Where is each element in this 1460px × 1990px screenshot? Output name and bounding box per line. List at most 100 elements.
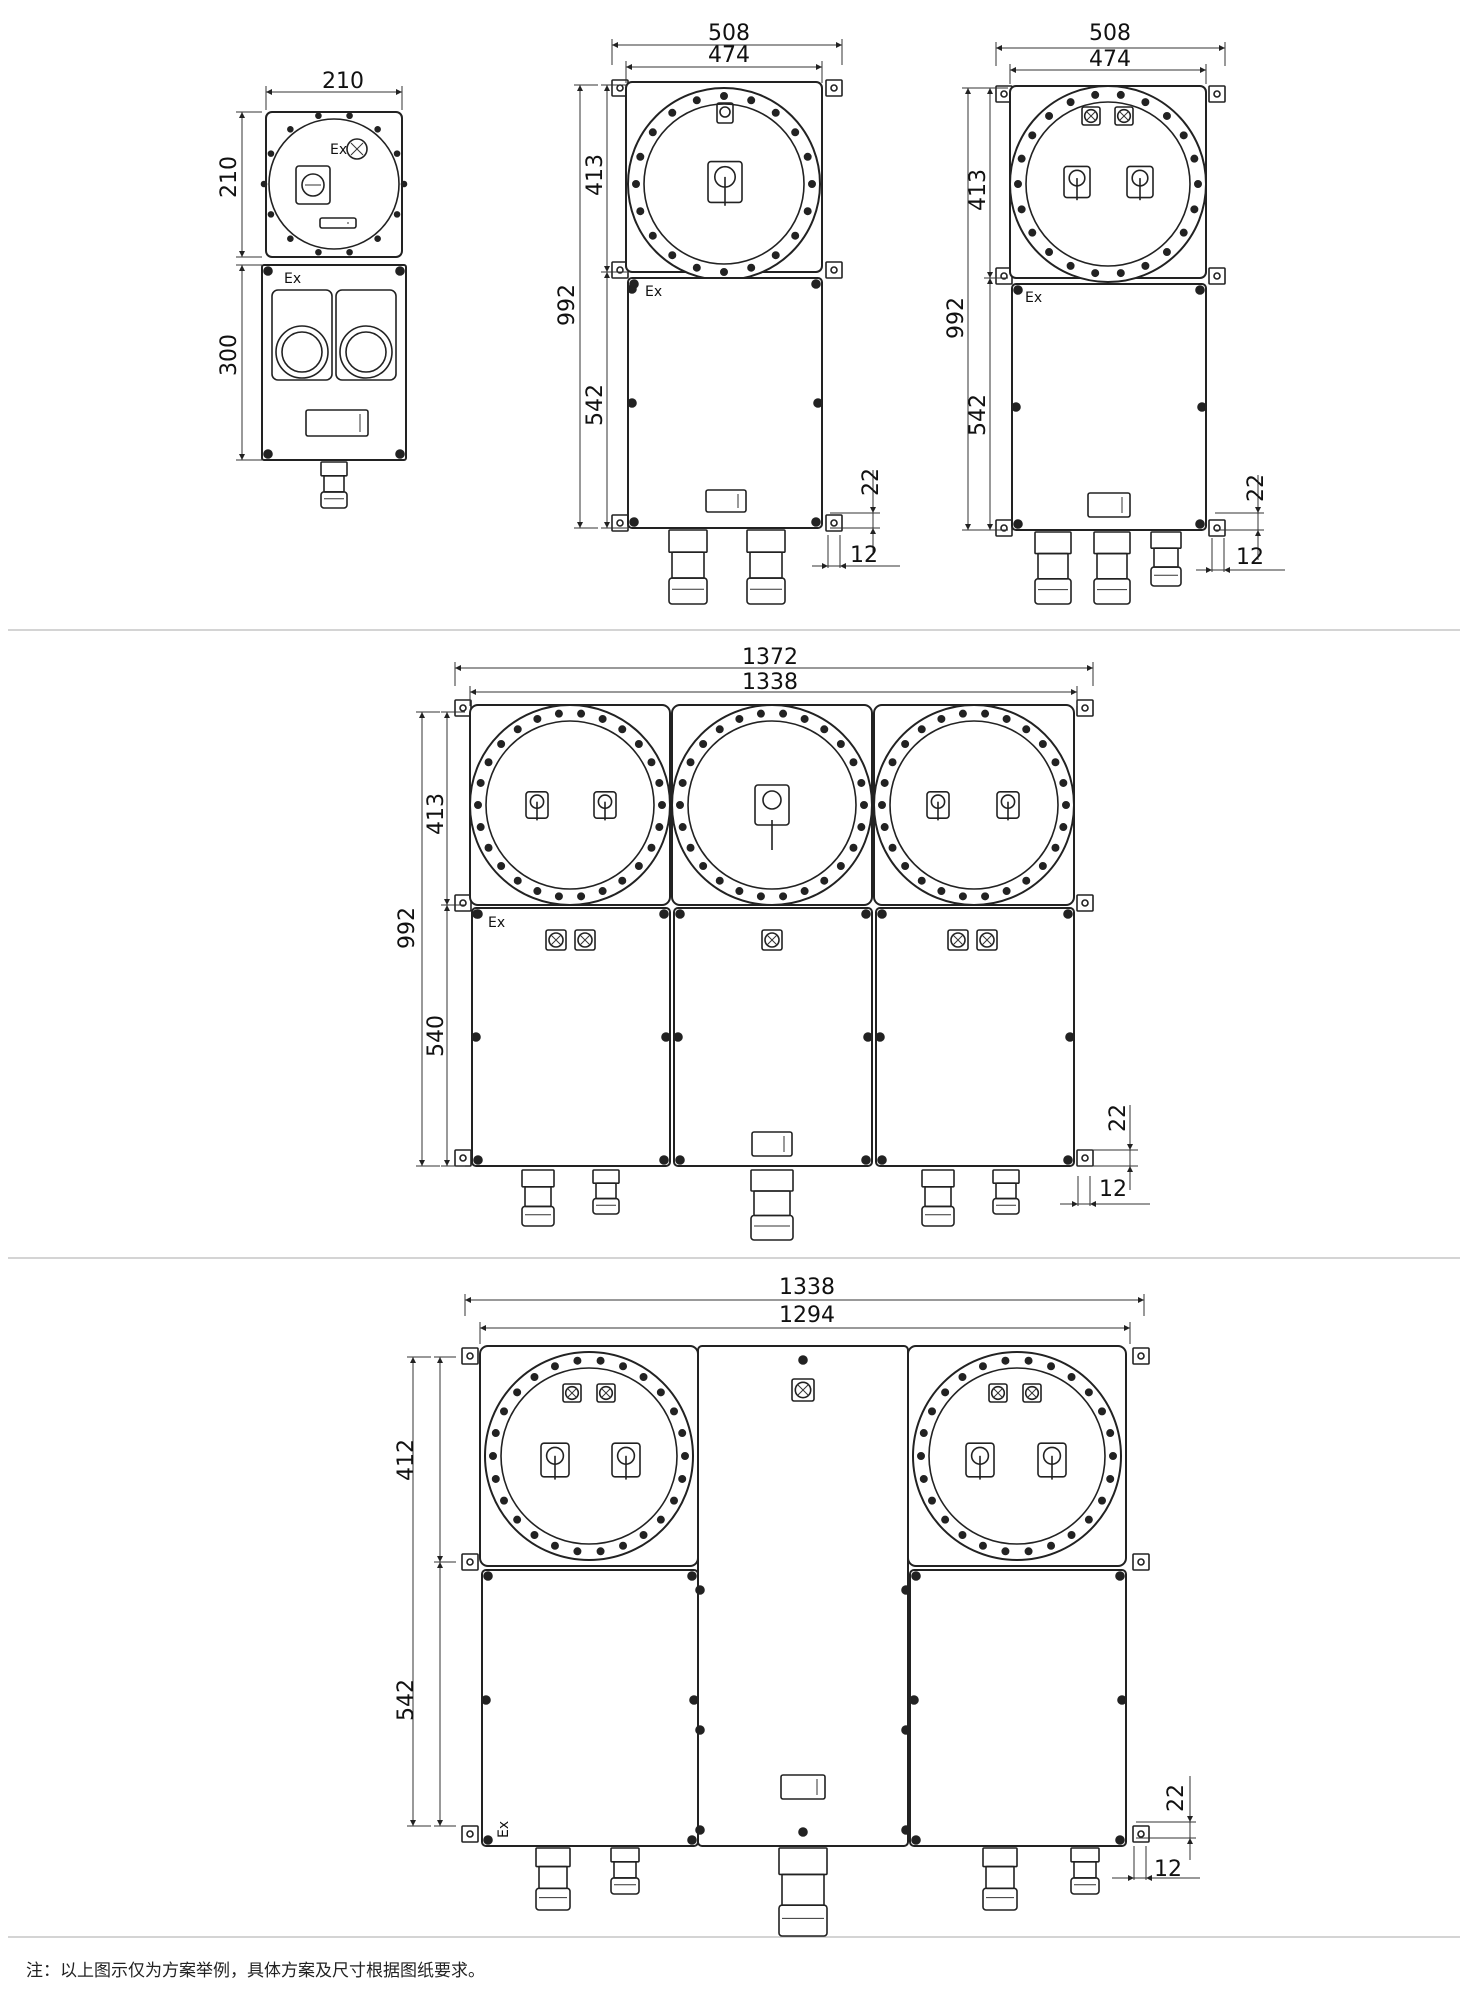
bolt-hole: [1084, 1515, 1093, 1524]
bolt-hole: [648, 231, 657, 240]
dimension-arrow: [437, 1357, 443, 1363]
name-plate: [1087, 492, 1131, 518]
mounting-lug: [825, 514, 843, 532]
mounting-lug: [1076, 894, 1094, 912]
dimension-line: [952, 934, 964, 946]
bolt-hole: [958, 892, 967, 901]
socket-left: [271, 289, 333, 381]
bolt-hole: [1059, 778, 1068, 787]
dimension-arrow: [626, 64, 632, 70]
bolt-hole: [849, 843, 858, 852]
side-bolt: [1197, 402, 1207, 412]
gland-nut: [592, 1197, 620, 1215]
gland-mid: [1096, 552, 1128, 580]
side-bolt: [909, 1695, 919, 1705]
corner-bolt: [1063, 909, 1073, 919]
center-bolt: [798, 1827, 808, 1837]
dim-12: 12: [1236, 545, 1264, 570]
bolt-hole: [756, 892, 765, 901]
indicator-light: [548, 932, 564, 948]
dim-22: 22: [1106, 1104, 1131, 1132]
bolt-hole: [533, 887, 542, 896]
dim-height-412: 412: [394, 1439, 419, 1481]
bolt-hole: [260, 180, 268, 188]
bolt-hole: [937, 887, 946, 896]
switch-dial: [301, 173, 325, 197]
bolt-hole: [655, 778, 664, 787]
bolt-hole: [1001, 1356, 1010, 1365]
dimension-arrow: [604, 85, 610, 91]
bolt-hole: [849, 758, 858, 767]
dimension-arrow: [480, 1325, 486, 1331]
bolt-hole: [901, 862, 910, 871]
dim-22: 22: [1244, 474, 1269, 502]
bolt-hole: [880, 823, 889, 832]
bolt-hole: [1141, 261, 1150, 270]
bolt-hole: [719, 92, 728, 101]
bolt-hole: [800, 714, 809, 723]
bolt-hole: [756, 709, 765, 718]
cover-flange: [469, 704, 671, 906]
dimension-arrow: [437, 1556, 443, 1562]
mounting-lug: [825, 79, 843, 97]
mounting-lug: [611, 514, 629, 532]
cover-flange: [912, 1351, 1122, 1561]
bolt-hole: [1084, 1388, 1093, 1397]
dimension-arrow: [577, 522, 583, 528]
indicator-light: [564, 1385, 580, 1401]
ex-mark: Ex: [645, 284, 662, 300]
dimension-arrow: [836, 42, 842, 48]
corner-bolt: [659, 1155, 669, 1165]
side-bolt: [661, 1032, 671, 1042]
corner-bolt: [675, 1155, 685, 1165]
gland-nut: [1034, 577, 1072, 605]
bolt-hole: [639, 1372, 648, 1381]
gland-nut: [982, 1887, 1018, 1911]
bolt-hole: [530, 1531, 539, 1540]
gland-nut: [610, 1877, 640, 1895]
gland-mid: [1153, 547, 1179, 568]
indicator-frame: [761, 929, 783, 951]
footnote: 注：以上图示仅为方案举例，具体方案及尺寸根据图纸要求。: [26, 1961, 485, 1981]
gland-top: [750, 1169, 794, 1192]
dim-22: 22: [859, 468, 884, 496]
indicator-light: [1083, 108, 1099, 124]
bolt-hole: [678, 823, 687, 832]
lug-hole: [459, 704, 467, 712]
lower-enclosure-left: [481, 1569, 699, 1847]
socket-face: [275, 325, 329, 379]
bolt-hole: [287, 125, 294, 133]
indicator-light: [764, 932, 780, 948]
dimension-arrow: [1128, 1875, 1134, 1881]
corner-bolt: [629, 517, 639, 527]
indicator-light: [990, 1385, 1006, 1401]
bolt-hole: [668, 251, 677, 260]
bolt-hole: [631, 180, 640, 189]
indicator-frame: [988, 1383, 1008, 1403]
gland-top: [982, 1847, 1018, 1868]
dimension-arrow: [822, 563, 828, 569]
ex-mark: Ex: [496, 1821, 512, 1838]
gland-top: [1070, 1847, 1100, 1863]
dimension-arrow: [465, 1297, 471, 1303]
dimension-arrow: [1187, 1838, 1193, 1844]
lug-hole: [1081, 704, 1089, 712]
dimension-arrow: [396, 89, 402, 95]
bolt-hole: [1038, 739, 1047, 748]
bolt-hole: [393, 150, 401, 157]
dimension-arrow: [419, 712, 425, 718]
dim-height-992: 992: [395, 907, 420, 949]
dim-width-1338: 1338: [779, 1275, 835, 1300]
lug-hole: [616, 519, 624, 527]
dimension-arrow: [444, 905, 450, 911]
bolt-hole: [807, 180, 816, 189]
bolt-hole: [820, 725, 829, 734]
bolt-hole: [554, 892, 563, 901]
bolt-hole: [981, 709, 990, 718]
dimension-arrow: [1087, 665, 1093, 671]
dimension-arrow: [410, 1357, 416, 1363]
dimension-arrow: [987, 88, 993, 94]
bolt-hole: [699, 739, 708, 748]
bolt-hole: [958, 1372, 967, 1381]
bolt-hole: [1098, 1407, 1107, 1416]
